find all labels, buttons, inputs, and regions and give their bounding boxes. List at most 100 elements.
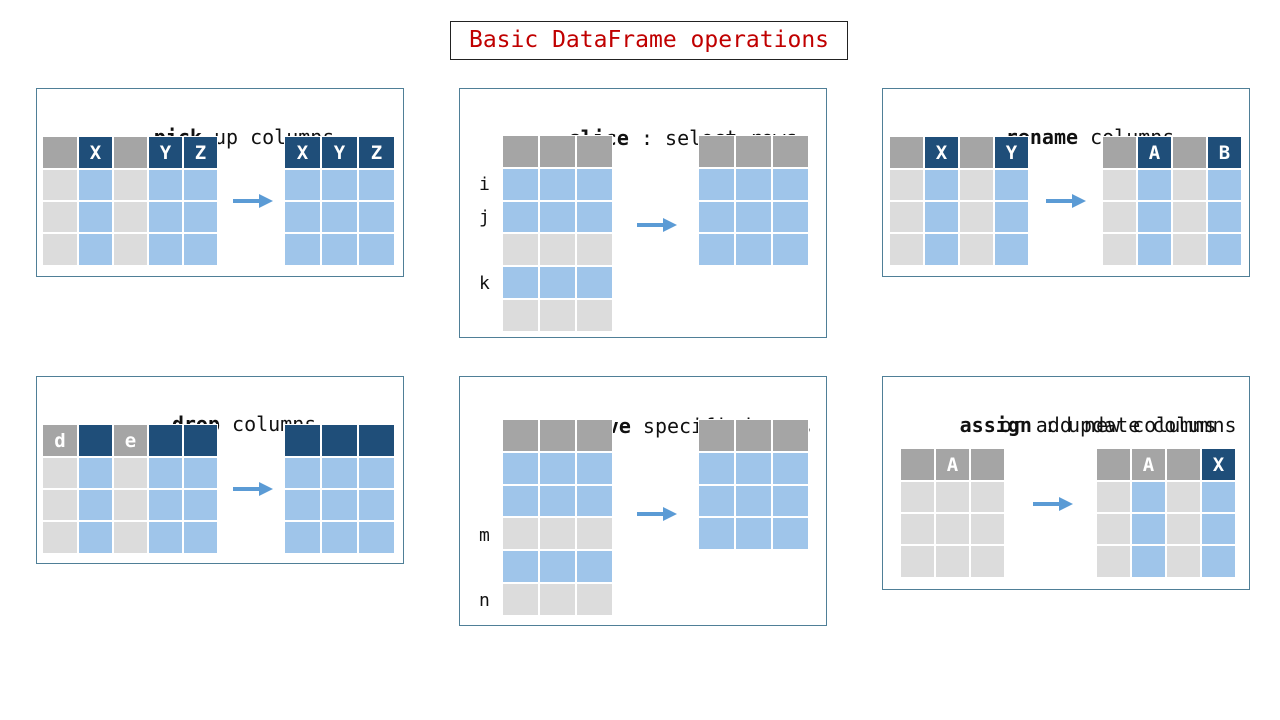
body-cell [42,521,78,554]
panel-title-line2: or add new columns [999,413,1217,437]
body-cell [148,201,183,233]
header-cell [42,136,78,169]
body-cell [1137,169,1172,201]
body-cell [148,489,183,521]
header-cell [698,135,735,168]
header-cell: Y [994,136,1029,169]
row-label: i [479,174,490,195]
body-cell [78,169,113,201]
header-cell [735,419,772,452]
body-cell [935,481,970,513]
body-cell [1201,545,1236,578]
header-cell [321,424,358,457]
body-cell [539,233,576,266]
body-cell [1166,513,1201,545]
page-title: Basic DataFrame operations [450,21,848,60]
header-cell [539,419,576,452]
right-arrow-icon [637,218,677,232]
body-cell [970,481,1005,513]
body-cell [576,517,613,550]
body-cell [284,201,321,233]
header-cell [1172,136,1207,169]
body-cell [1207,233,1242,266]
header-cell [970,448,1005,481]
body-cell [1131,545,1166,578]
body-cell [183,201,218,233]
body-cell [994,233,1029,266]
body-cell [78,489,113,521]
row-label: n [479,590,490,611]
body-cell [1131,481,1166,513]
body-cell [959,233,994,266]
header-cell: A [1131,448,1166,481]
body-cell [502,201,539,233]
body-cell [959,169,994,201]
body-cell [321,169,358,201]
body-cell [698,201,735,233]
header-cell [502,419,539,452]
right-arrow-icon [1046,194,1086,208]
panel-drop: drop columns d e [36,376,404,564]
body-cell [772,201,809,233]
body-cell [539,583,576,616]
header-cell [889,136,924,169]
panel-rename: rename columns X Y A B [882,88,1250,277]
body-cell [321,457,358,489]
body-cell [935,513,970,545]
panel-slice: slice : select rows i j k [459,88,827,338]
body-cell [284,233,321,266]
body-cell [183,233,218,266]
body-cell [113,457,148,489]
body-cell [735,201,772,233]
body-cell [1096,513,1131,545]
body-cell [42,489,78,521]
body-cell [502,550,539,583]
body-cell [539,452,576,485]
body-cell [183,521,218,554]
body-cell [1172,233,1207,266]
body-cell [502,485,539,517]
body-cell [148,457,183,489]
body-cell [935,545,970,578]
body-cell [113,201,148,233]
right-arrow-icon [1033,497,1073,511]
body-cell [900,545,935,578]
panel-assign: assign : update columns or add new colum… [882,376,1250,590]
body-cell [1102,201,1137,233]
header-cell: Y [321,136,358,169]
body-cell [183,169,218,201]
body-cell [358,201,395,233]
header-cell [539,135,576,168]
row-label: m [479,525,490,546]
body-cell [735,233,772,266]
body-cell [1096,545,1131,578]
header-cell [113,136,148,169]
body-cell [698,452,735,485]
body-cell [284,489,321,521]
body-cell [1166,545,1201,578]
body-cell [576,168,613,201]
body-cell [772,233,809,266]
body-cell [772,452,809,485]
body-cell [539,485,576,517]
body-cell [576,299,613,332]
body-cell [113,521,148,554]
right-arrow-icon [637,507,677,521]
body-cell [539,168,576,201]
body-cell [321,521,358,554]
header-cell [900,448,935,481]
body-cell [1137,233,1172,266]
header-cell: e [113,424,148,457]
body-cell [183,489,218,521]
header-cell [772,135,809,168]
body-cell [889,201,924,233]
body-cell [42,233,78,266]
body-cell [1102,233,1137,266]
body-cell [772,485,809,517]
body-cell [735,517,772,550]
body-cell [284,521,321,554]
body-cell [284,169,321,201]
body-cell [735,485,772,517]
body-cell [539,517,576,550]
body-cell [42,201,78,233]
